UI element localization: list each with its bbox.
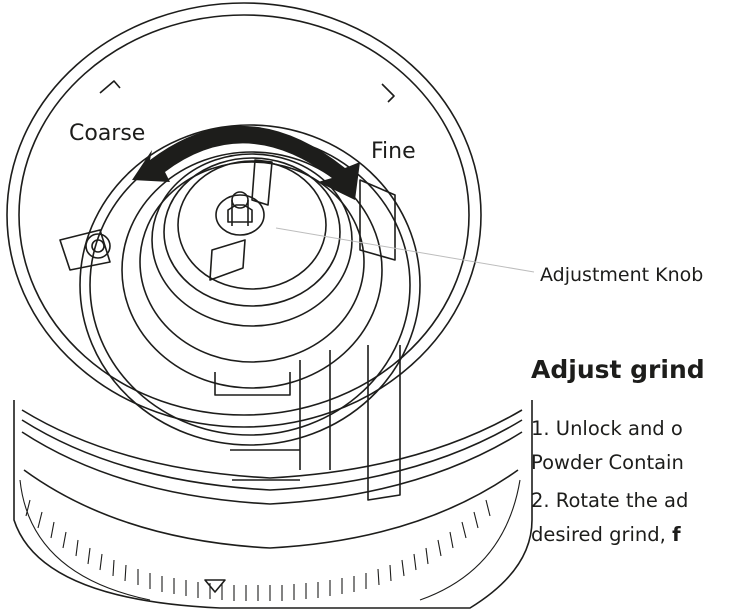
outer-lid-rim xyxy=(6,2,482,428)
inner-bowl xyxy=(79,124,421,446)
step-2-line-2: desired grind, f xyxy=(531,518,688,552)
step-1-line-1: 1. Unlock and o xyxy=(531,417,683,440)
adjustment-knob-label: Adjustment Knob xyxy=(540,264,704,286)
step-2-line-2-bold: f xyxy=(672,523,681,546)
screw xyxy=(85,233,111,259)
adjustment-knob-drawing xyxy=(209,159,273,281)
rotation-arrow xyxy=(132,125,360,200)
step-1: 1. Unlock and o Powder Contain xyxy=(531,412,684,480)
section-heading: Adjust grind xyxy=(531,355,705,384)
step-2-line-2-text: desired grind, xyxy=(531,523,673,546)
step-2-line-1: 2. Rotate the ad xyxy=(531,489,689,512)
grip-ring xyxy=(19,479,521,601)
step-2: 2. Rotate the ad desired grind, f xyxy=(531,484,688,552)
burr-housing xyxy=(121,151,383,389)
fine-label: Fine xyxy=(371,139,416,164)
position-marker xyxy=(204,579,226,593)
step-1-line-2: Powder Contain xyxy=(531,451,684,474)
coarse-label: Coarse xyxy=(69,121,146,146)
inner-lid-rim xyxy=(18,14,470,416)
knob-leader-line xyxy=(275,227,535,273)
body-outline xyxy=(13,400,533,609)
